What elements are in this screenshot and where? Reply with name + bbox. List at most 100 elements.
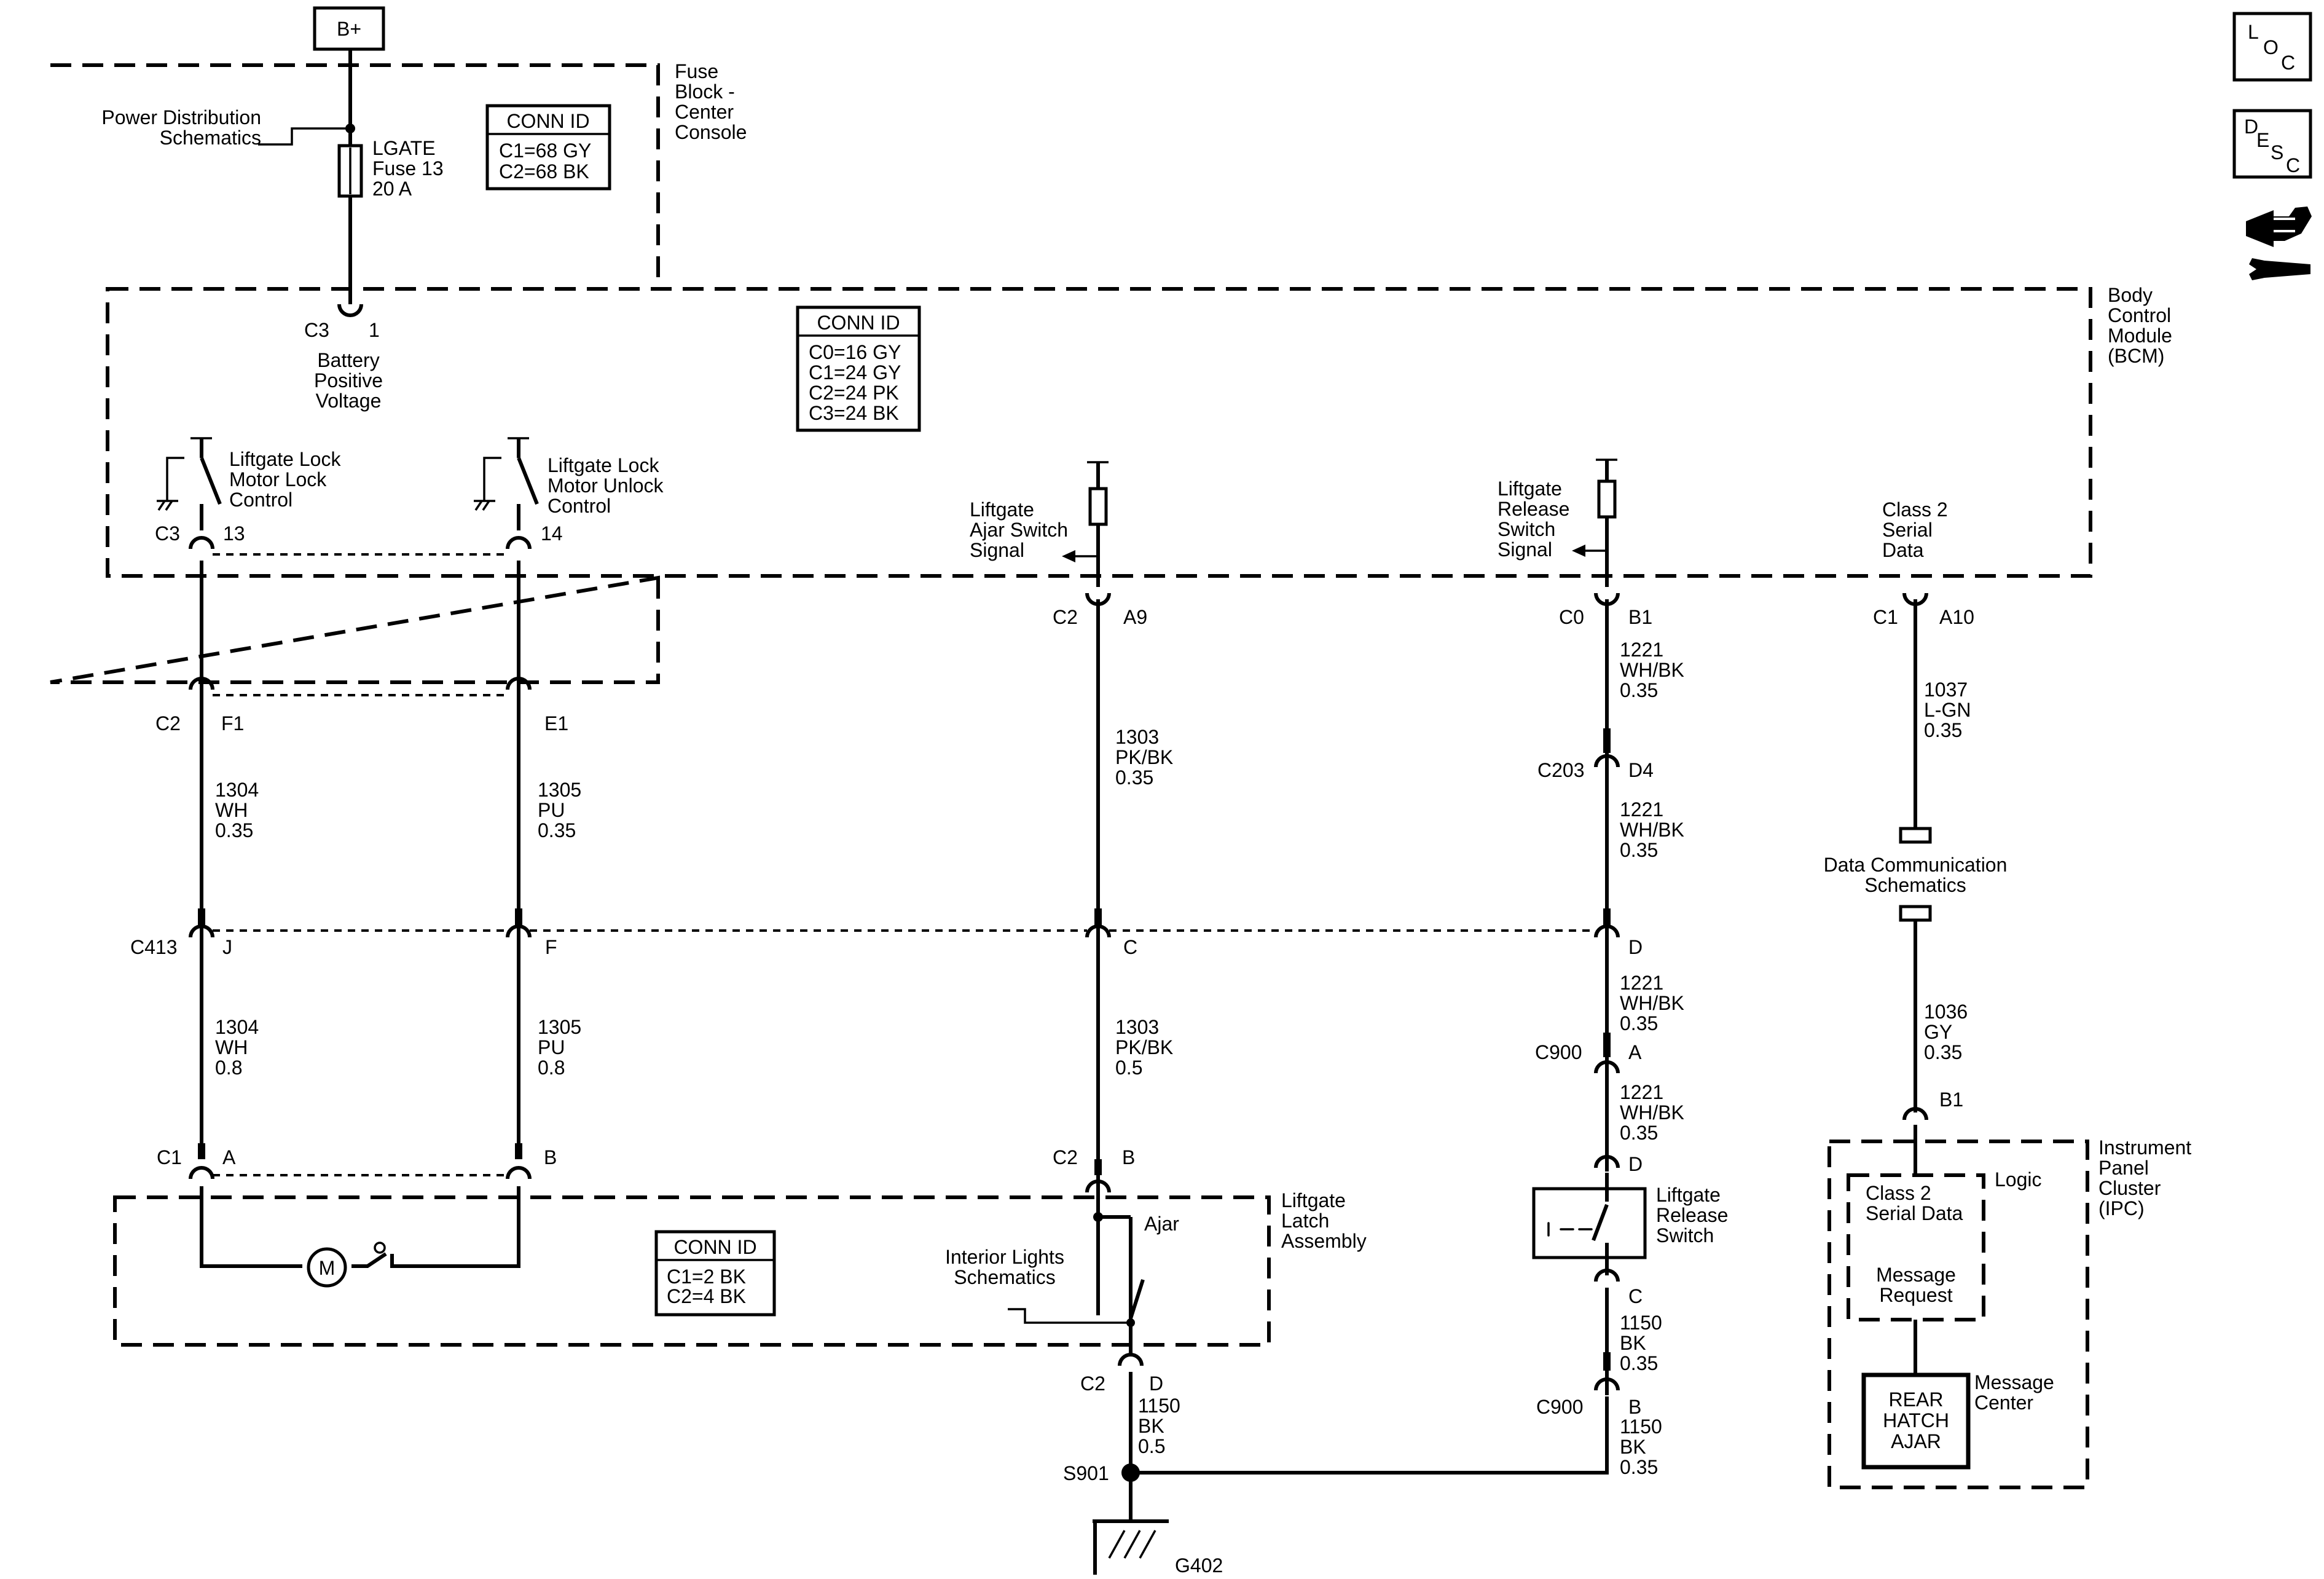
bcm-c3-pin: 1 — [369, 319, 380, 341]
bcm-conn-id-title: CONN ID — [817, 312, 900, 334]
latch-conn-id-box — [654, 1230, 776, 1317]
bcm-c3-conn: C3 — [304, 319, 329, 341]
release-signal-input — [1572, 459, 1617, 587]
desc-letter-d: D — [2244, 116, 2258, 138]
data-comm-bottom-stub — [1899, 905, 1932, 922]
c413-c: C — [1123, 936, 1137, 958]
fb-f1: F1 — [221, 712, 244, 734]
latch-b: B — [544, 1146, 557, 1168]
c900b-pin: B — [1628, 1396, 1641, 1418]
loc-letter-l: L — [2248, 21, 2259, 43]
motor-circuit — [200, 1186, 520, 1268]
release-conn: C0 — [1559, 606, 1584, 628]
latch-c2: C2 — [1053, 1146, 1078, 1168]
ground-symbol — [1093, 1519, 1169, 1575]
c413-f: F — [545, 936, 557, 958]
ajar-pin: A9 — [1123, 606, 1147, 628]
latch-c2-b: B — [1122, 1146, 1135, 1168]
desc-letter-s: S — [2271, 141, 2283, 163]
ipc-outline — [1827, 1140, 2089, 1489]
latch-conn-line-1: C1=2 BK — [667, 1266, 746, 1288]
latch-conn-line-2: C2=4 BK — [667, 1285, 746, 1307]
release-pin: B1 — [1628, 606, 1652, 628]
fuse-block-conn-line-2: C2=68 BK — [499, 160, 589, 183]
latch-c2-d-conn: C2 — [1080, 1372, 1105, 1395]
latch-assembly-outline — [113, 1195, 1271, 1347]
switch-d: D — [1628, 1153, 1643, 1175]
motor-label: M — [319, 1257, 336, 1279]
ajar-label: Ajar — [1144, 1213, 1179, 1235]
b-plus-label: B+ — [337, 18, 361, 40]
release-switch-box — [1532, 1187, 1647, 1259]
splice-s901 — [1121, 1463, 1140, 1482]
unlock-pin: 14 — [541, 522, 563, 545]
desc-letter-e: E — [2256, 129, 2269, 151]
class2-conn: C1 — [1873, 606, 1898, 628]
ipc-logic-label: Logic — [1995, 1168, 2042, 1191]
desc-icon[interactable] — [2232, 109, 2312, 179]
c203-pin: D4 — [1628, 759, 1654, 781]
hand-wrench-icon[interactable] — [2246, 207, 2312, 280]
ipc-message-display — [1861, 1372, 1971, 1470]
bcm-conn-line-2: C1=24 GY — [809, 361, 901, 384]
loc-icon[interactable] — [2232, 12, 2312, 82]
bcm-conn-line-3: C2=24 PK — [809, 382, 899, 404]
ipc-b1: B1 — [1939, 1089, 1963, 1111]
c900a-conn: C900 — [1535, 1041, 1582, 1063]
class2-pin: A10 — [1939, 606, 1974, 628]
fuse-block-conn-line-1: C1=68 GY — [499, 140, 591, 162]
ajar-signal-input — [1062, 461, 1109, 587]
lock-conn: C3 — [155, 522, 180, 545]
lock-control-switch — [157, 437, 222, 530]
c900a-pin: A — [1628, 1041, 1642, 1063]
fuse-block-outline — [50, 63, 660, 684]
c203-conn: C203 — [1537, 759, 1585, 781]
bcm-conn-id-box — [796, 305, 921, 432]
c413-d: D — [1628, 936, 1643, 958]
latch-a: A — [222, 1146, 236, 1168]
motor-symbol — [307, 1247, 347, 1288]
bcm-conn-line-1: C0=16 GY — [809, 341, 901, 363]
c413-j: J — [222, 936, 232, 958]
latch-conn-id-title: CONN ID — [673, 1236, 756, 1258]
splice-label: S901 — [1063, 1462, 1109, 1484]
bcm-conn-line-4: C3=24 BK — [809, 402, 899, 424]
loc-letter-o: O — [2263, 36, 2279, 58]
data-comm-top-stub — [1899, 827, 1932, 844]
switch-c: C — [1628, 1285, 1643, 1307]
latch-c2-d: D — [1149, 1372, 1163, 1395]
ajar-switch — [1008, 1199, 1145, 1355]
unlock-control-switch — [474, 437, 539, 530]
ground-label: G402 — [1175, 1554, 1223, 1577]
c413-conn: C413 — [130, 936, 178, 958]
fb-e1: E1 — [544, 712, 568, 734]
